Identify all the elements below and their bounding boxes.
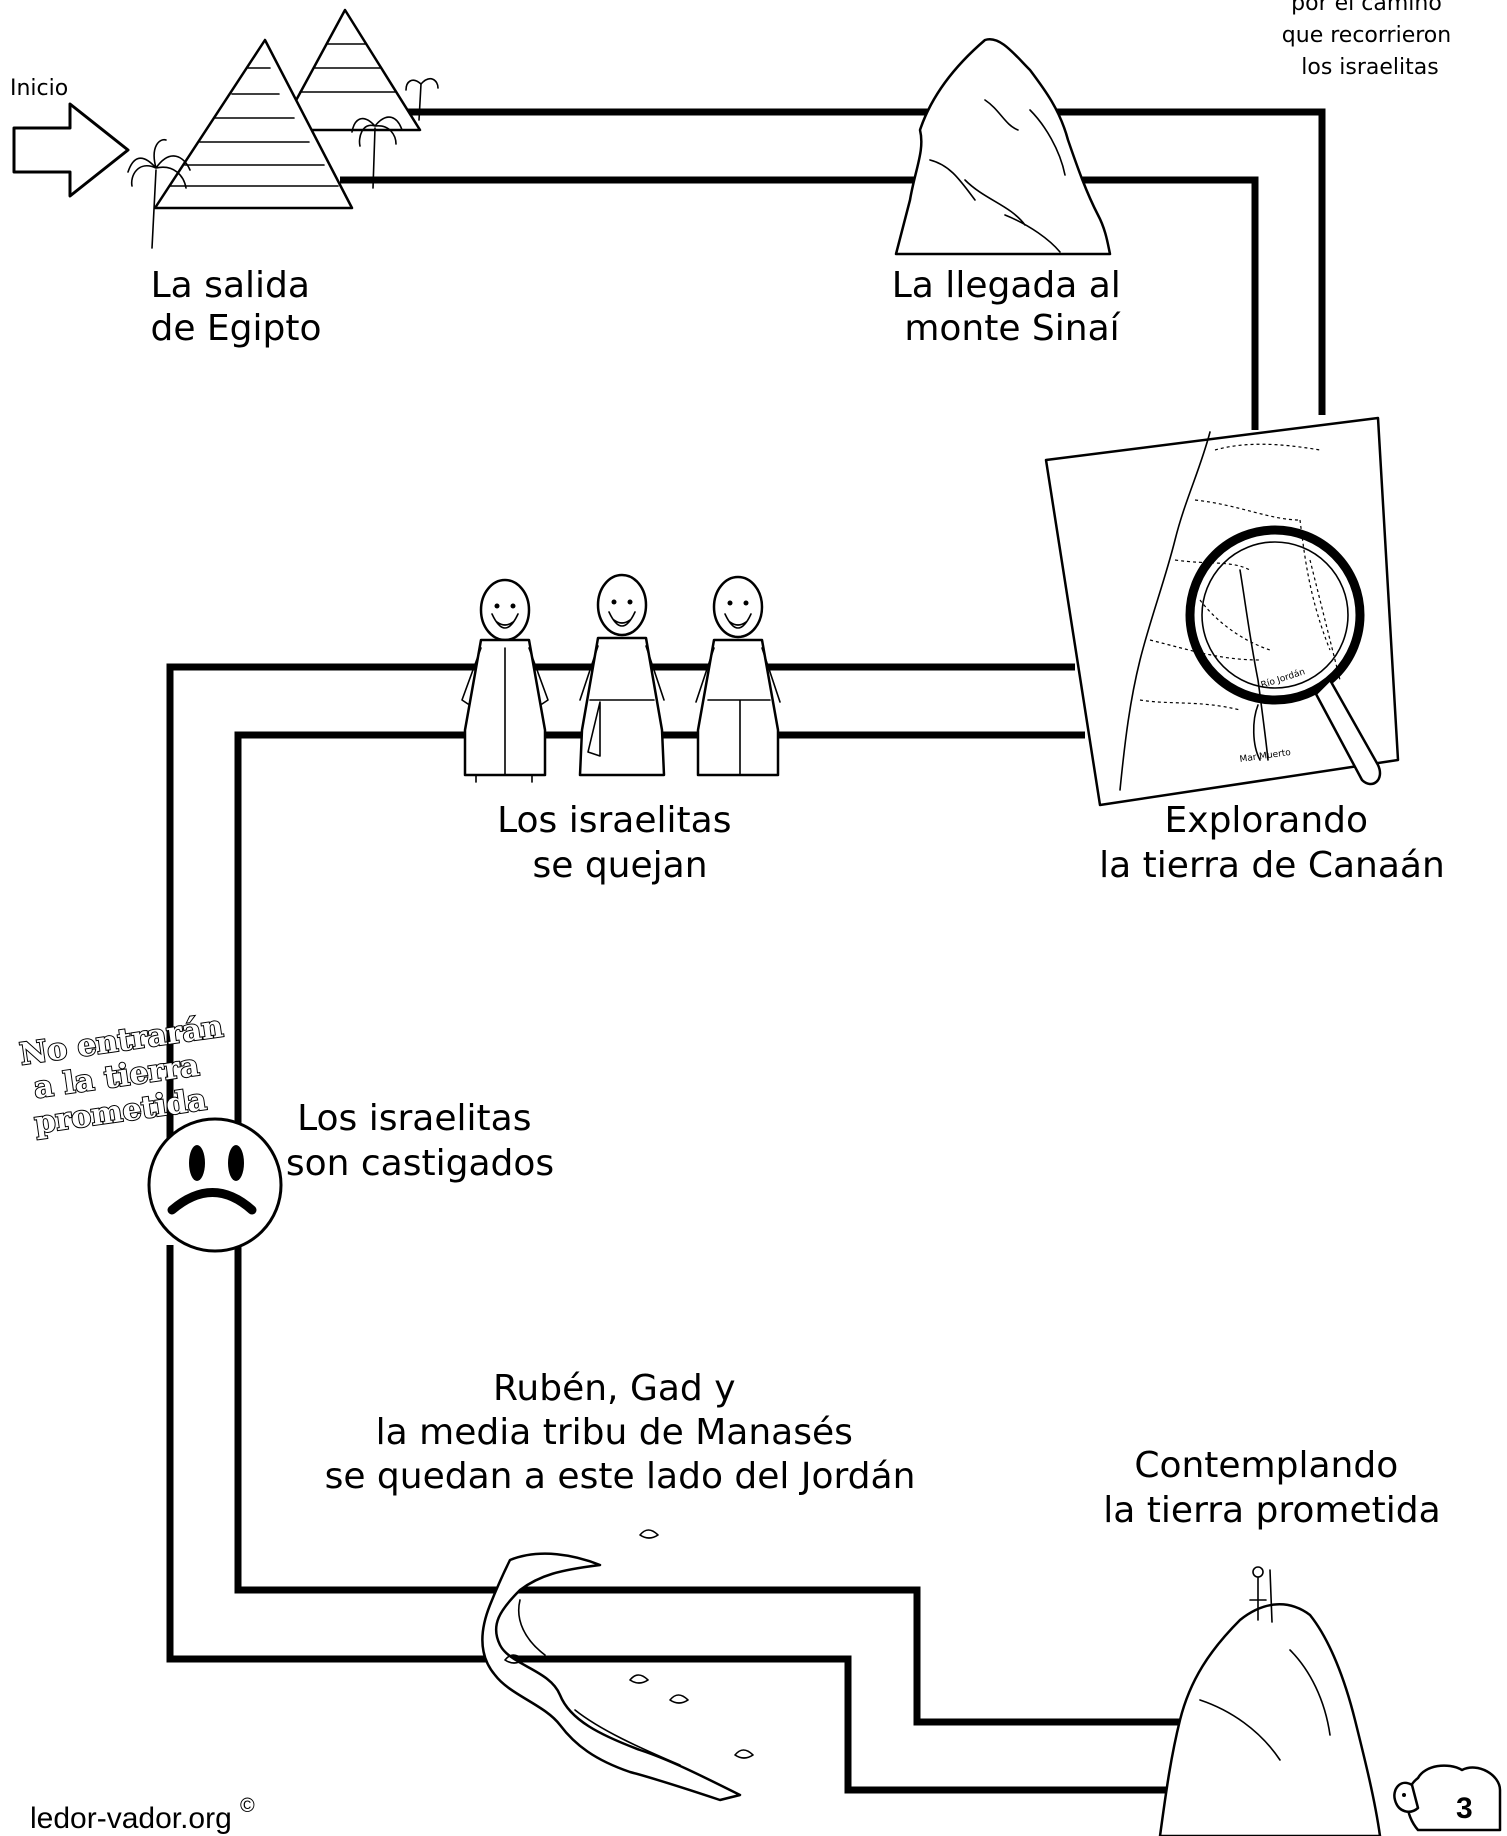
page-number: 3	[1456, 1792, 1473, 1825]
label-canaan: Explorando la tierra de Canaán	[1099, 800, 1445, 886]
canaan-map-icon: Río Jordán Mar Muerto	[1044, 416, 1400, 807]
mountain-prophet-icon	[1158, 1566, 1382, 1836]
start-arrow-icon	[12, 102, 130, 198]
sheep-icon	[1393, 1764, 1502, 1832]
label-complain: Los israelitas se quejan	[497, 800, 743, 886]
label-sinai: La llegada al monte Sinaí	[892, 265, 1133, 349]
label-egypt: La salida de Egipto	[150, 265, 321, 349]
corner-note: por el camino que recorrieron los israel…	[1282, 0, 1458, 80]
start-label: Inicio	[10, 76, 68, 101]
palm-tree-icon	[127, 77, 439, 249]
footer-site: ledor-vador.org	[30, 1802, 232, 1835]
jordan-river-icon	[481, 1529, 754, 1802]
journey-road	[166, 108, 1326, 1794]
copyright-symbol: ©	[240, 1795, 255, 1817]
label-punished: Los israelitas son castigados	[286, 1098, 554, 1184]
israelites-figures-icon	[461, 573, 781, 783]
mount-sinai-icon	[894, 37, 1112, 256]
pyramids-icon	[153, 8, 422, 210]
label-reuben: Rubén, Gad y la media tribu de Manasés s…	[325, 1368, 916, 1497]
sad-face-icon	[147, 1117, 283, 1253]
label-contemplate: Contemplando la tierra prometida	[1103, 1445, 1440, 1531]
